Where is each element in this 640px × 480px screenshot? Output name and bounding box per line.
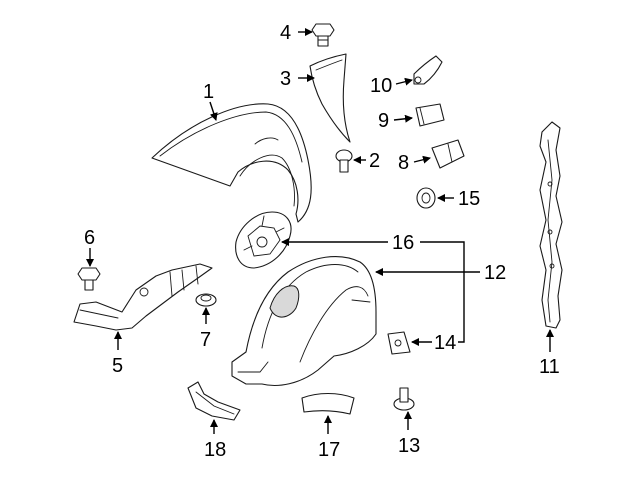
part-16-insulator-pad[interactable] (235, 211, 292, 269)
callout-8: 8 (398, 152, 409, 174)
part-17-spacer-block[interactable] (301, 392, 355, 415)
part-2-clip[interactable] (335, 149, 353, 173)
callout-7: 7 (200, 329, 211, 351)
callout-13: 13 (398, 435, 420, 457)
part-15-grommet[interactable] (416, 187, 436, 209)
callout-10: 10 (370, 75, 392, 97)
part-5-support-bracket[interactable] (73, 263, 213, 331)
leader-16-14-bracket (420, 241, 465, 343)
callout-12: 12 (484, 262, 506, 284)
callout-18: 18 (204, 439, 226, 461)
leader-8 (413, 155, 431, 164)
callout-14: 14 (434, 332, 456, 354)
part-1-fender[interactable] (151, 103, 312, 223)
part-12-wheelhouse-liner[interactable] (231, 256, 377, 387)
part-11-reinforcement[interactable] (539, 121, 563, 329)
part-7-push-pin[interactable] (195, 293, 217, 307)
part-6-bolt[interactable] (77, 267, 101, 291)
part-4-bolt[interactable] (311, 23, 335, 47)
callout-15: 15 (458, 188, 480, 210)
callout-4: 4 (280, 22, 291, 44)
leader-10 (395, 77, 413, 86)
callout-9: 9 (378, 110, 389, 132)
part-18-deflector[interactable] (187, 381, 241, 421)
callout-5: 5 (112, 355, 123, 377)
callout-1: 1 (203, 81, 214, 103)
callout-16: 16 (392, 232, 414, 254)
part-14-clip-nut[interactable] (387, 331, 411, 355)
part-3-seal-strip[interactable] (309, 53, 351, 143)
callout-17: 17 (318, 439, 340, 461)
leader-9 (393, 114, 413, 123)
part-8-bracket[interactable] (431, 139, 465, 169)
callout-11: 11 (539, 356, 560, 378)
leader-lines (86, 28, 554, 434)
part-9-bracket[interactable] (415, 103, 445, 127)
part-13-screw[interactable] (393, 387, 415, 411)
callout-3: 3 (280, 68, 291, 90)
callout-6: 6 (84, 227, 95, 249)
leader-1 (209, 101, 218, 121)
callout-2: 2 (369, 150, 380, 172)
part-10-bracket[interactable] (413, 55, 443, 85)
callout-labels: 1 2 3 4 5 6 7 8 9 10 11 12 13 14 15 16 1… (84, 22, 560, 461)
